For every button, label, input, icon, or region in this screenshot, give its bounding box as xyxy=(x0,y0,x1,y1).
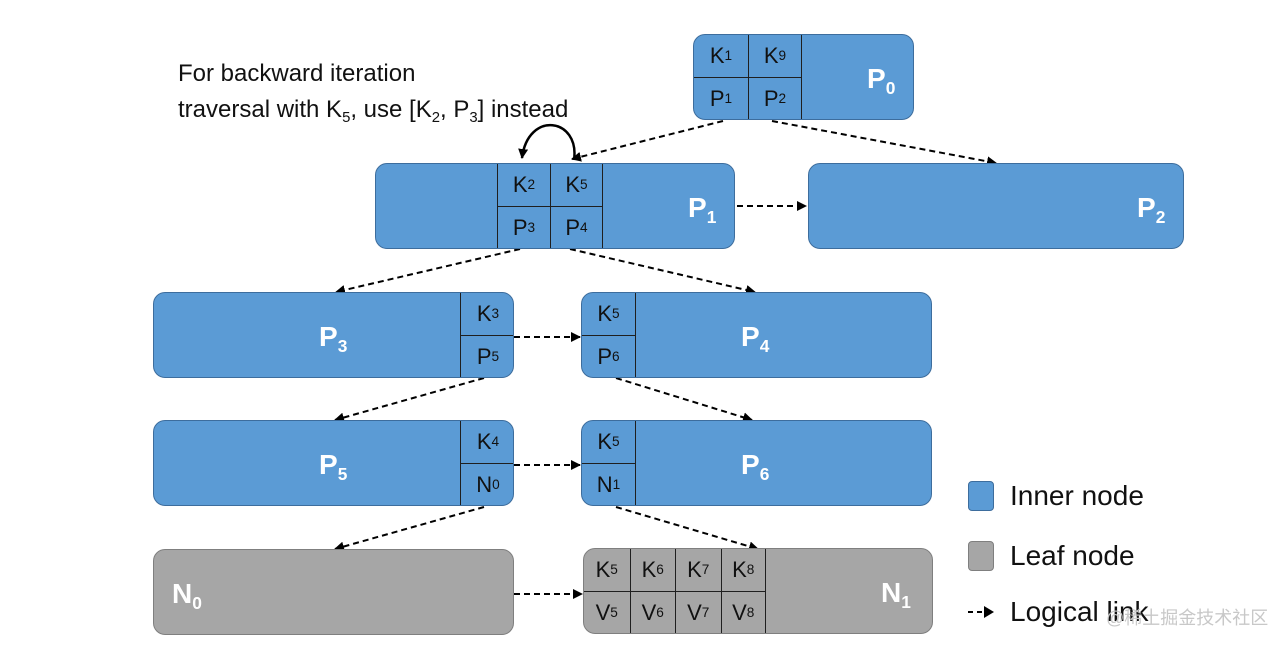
node-label: P5 xyxy=(319,449,348,485)
note-line-1-text: For backward iteration xyxy=(178,60,416,87)
backward-iteration-curved-arrow xyxy=(518,124,576,161)
watermark: @稀土掘金技术社区 xyxy=(1106,608,1269,628)
legend-leaf-node: Leaf node xyxy=(968,540,1135,572)
inner-node-p2: P2 xyxy=(808,163,1184,249)
leaf-node-swatch xyxy=(968,541,994,571)
node-label: P4 xyxy=(741,321,770,357)
note-line-2-text: traversal with K5, use [K2, P3] instead xyxy=(178,96,569,127)
logical-link-arrow xyxy=(571,120,724,162)
logical-link-arrow xyxy=(569,248,756,295)
legend-link-label: Logical link xyxy=(1010,596,1149,627)
logical-link-arrow xyxy=(334,377,485,423)
dashed-arrow-icon xyxy=(968,606,994,618)
legend-logical-link: Logical link xyxy=(968,596,1149,628)
logical-link-arrow xyxy=(615,506,759,552)
logical-link-arrow xyxy=(334,506,485,552)
note-line-2: traversal with K5, use [K2, P3] instead xyxy=(178,92,568,128)
node-label: P3 xyxy=(319,321,348,357)
node-label: P1 xyxy=(688,192,717,228)
legend-inner-label: Inner node xyxy=(1010,480,1144,511)
legend-leaf-label: Leaf node xyxy=(1010,540,1135,571)
node-label: P0 xyxy=(867,63,896,99)
legend-inner-node: Inner node xyxy=(968,480,1144,512)
node-label: N0 xyxy=(172,578,202,614)
note-line-1: For backward iteration xyxy=(178,56,568,92)
logical-link-arrow xyxy=(335,248,521,295)
logical-link-arrow xyxy=(615,377,753,423)
inner-node-swatch xyxy=(968,481,994,511)
node-label: N1 xyxy=(881,577,911,613)
backward-iteration-note: For backward iteration traversal with K5… xyxy=(178,56,568,128)
node-label: P2 xyxy=(1137,192,1166,228)
node-label: P6 xyxy=(741,449,770,485)
leaf-node-n0: N0 xyxy=(153,549,514,635)
logical-link-arrow xyxy=(771,120,997,167)
